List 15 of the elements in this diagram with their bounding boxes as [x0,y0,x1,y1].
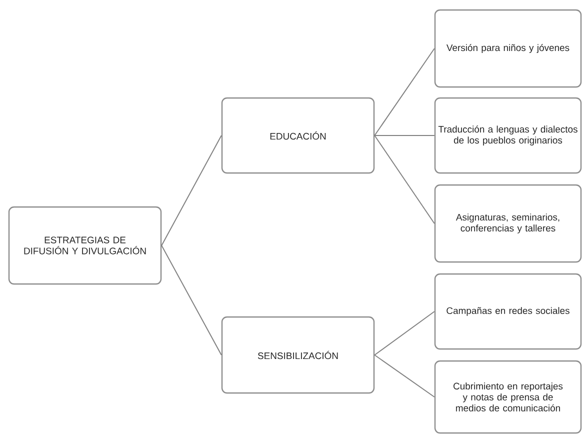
item-box: Asignaturas, seminarios, conferencias y talleres [434,184,582,263]
connector-line [161,134,222,246]
connector-line [374,310,435,356]
connector-line [161,244,222,356]
category-box: EDUCACIÓN [221,97,375,174]
item-box: Versión para niños y jóvenes [434,9,582,88]
root-box: ESTRATEGIAS DE DIFUSIÓN Y DIVULGACIÓN [8,206,162,285]
category-box: SENSIBILIZACIÓN [221,316,375,394]
connector-line [374,134,435,136]
connector-line [374,134,435,224]
item-box: Cubrimiento en reportajes y notas de prensa de medios de comunicación [434,360,582,434]
connector-line [374,354,435,398]
connector-line [374,48,435,136]
item-box: Campañas en redes sociales [434,273,582,350]
item-box: Traducción a lenguas y dialectos de los pueblos originarios [434,97,582,174]
